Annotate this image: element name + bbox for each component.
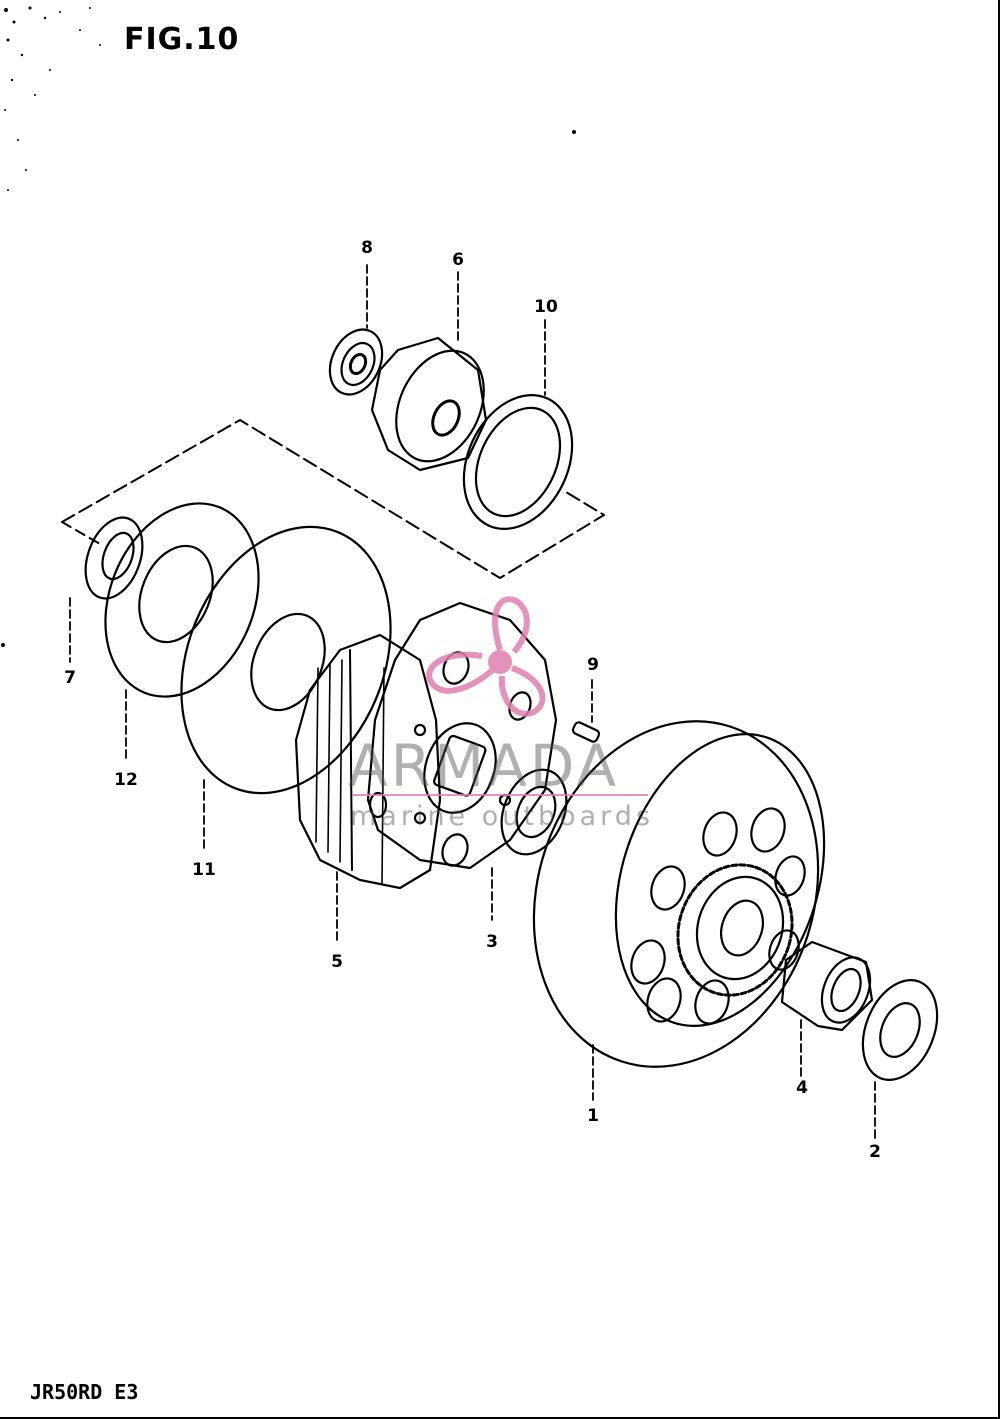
callout-label: 10 <box>534 297 558 317</box>
callout-label: 11 <box>192 860 216 880</box>
part-11-plate-icon <box>180 525 392 853</box>
part-3-washer-icon <box>491 768 568 921</box>
watermark-tagline: marine outboards <box>350 801 655 832</box>
assembly-boundary <box>61 419 605 579</box>
part-9-key-icon <box>571 679 601 743</box>
part-1-clutch-housing-gear-icon <box>532 720 826 1101</box>
model-code: JR50RD E3 <box>30 1380 139 1404</box>
callout-label: 8 <box>361 238 373 258</box>
callout-label: 5 <box>331 952 343 972</box>
callout-label: 3 <box>486 932 498 952</box>
callout-label: 2 <box>869 1142 881 1162</box>
part-5-clutch-shoe-assembly-icon <box>294 601 558 943</box>
part-4-bushing-icon <box>780 940 874 1079</box>
part-10-washer-icon <box>462 319 574 530</box>
callout-label: 9 <box>587 655 599 675</box>
part-12-spring-washer-icon <box>104 502 260 761</box>
callout-label: 4 <box>796 1078 808 1098</box>
part-7-washer-icon <box>69 516 144 663</box>
part-2-washer-icon <box>861 979 939 1139</box>
watermark-brand: ARMADA <box>348 732 620 800</box>
part-8-nut-icon <box>328 264 384 396</box>
callout-label: 12 <box>114 770 138 790</box>
armada-logo-icon <box>352 596 648 796</box>
part-6-nut-icon <box>370 271 488 472</box>
figure-title: FIG.10 <box>124 22 240 57</box>
callout-label: 6 <box>452 250 464 270</box>
callout-label: 1 <box>587 1106 599 1126</box>
scan-noise <box>1 6 576 647</box>
callout-label: 7 <box>64 668 76 688</box>
